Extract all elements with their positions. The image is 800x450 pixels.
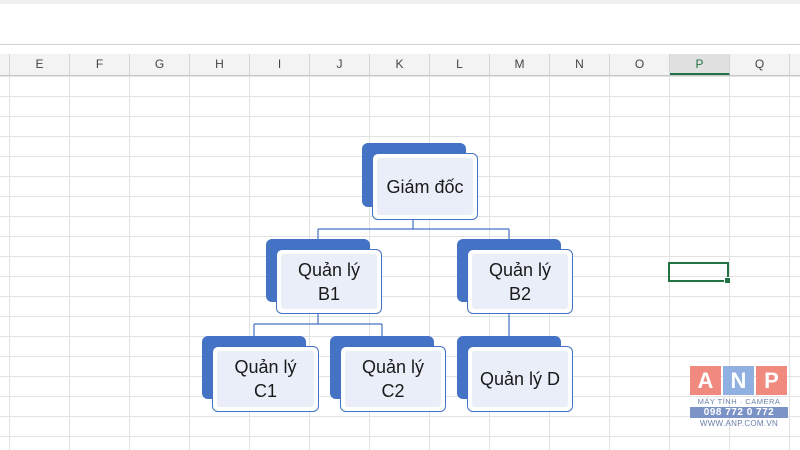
node-box: Giám đốc — [372, 153, 478, 220]
column-header-h[interactable]: H — [190, 54, 250, 75]
logo-letter-p: P — [756, 366, 787, 395]
logo-letter-a: A — [690, 366, 721, 395]
column-header-g[interactable]: G — [130, 54, 190, 75]
column-header-row: E F G H I J K L M N O P Q — [0, 54, 800, 76]
column-header-m[interactable]: M — [490, 54, 550, 75]
node-text: Giám đốc — [377, 158, 473, 215]
node-text: Quản lý D — [472, 351, 568, 407]
column-header-o[interactable]: O — [610, 54, 670, 75]
logo-website: WWW.ANP.COM.VN — [699, 419, 779, 428]
logo-letters: A N P — [690, 366, 788, 395]
logo-subtitle: MÁY TÍNH · CAMERA — [697, 397, 781, 406]
column-header-e[interactable]: E — [10, 54, 70, 75]
logo-phone: 098 772 0 772 — [690, 407, 788, 418]
column-header-k[interactable]: K — [370, 54, 430, 75]
column-header-q[interactable]: Q — [730, 54, 790, 75]
org-node-director[interactable]: Giám đốc — [362, 143, 478, 220]
active-cell-selection[interactable] — [668, 262, 731, 284]
column-header-f[interactable]: F — [70, 54, 130, 75]
column-header-d-partial[interactable] — [0, 54, 10, 75]
org-node-manager-d[interactable]: Quản lý D — [457, 336, 573, 412]
anp-logo-watermark: A N P MÁY TÍNH · CAMERA 098 772 0 772 WW… — [690, 366, 788, 440]
logo-letter-n: N — [723, 366, 754, 395]
column-header-l[interactable]: L — [430, 54, 490, 75]
node-box: Quản lý D — [467, 346, 573, 412]
column-header-n[interactable]: N — [550, 54, 610, 75]
ribbon-area — [0, 0, 800, 44]
column-header-j[interactable]: J — [310, 54, 370, 75]
column-header-r-partial[interactable] — [790, 54, 800, 75]
column-header-i[interactable]: I — [250, 54, 310, 75]
formula-bar-divider — [0, 44, 800, 45]
column-header-p[interactable]: P — [670, 54, 730, 75]
